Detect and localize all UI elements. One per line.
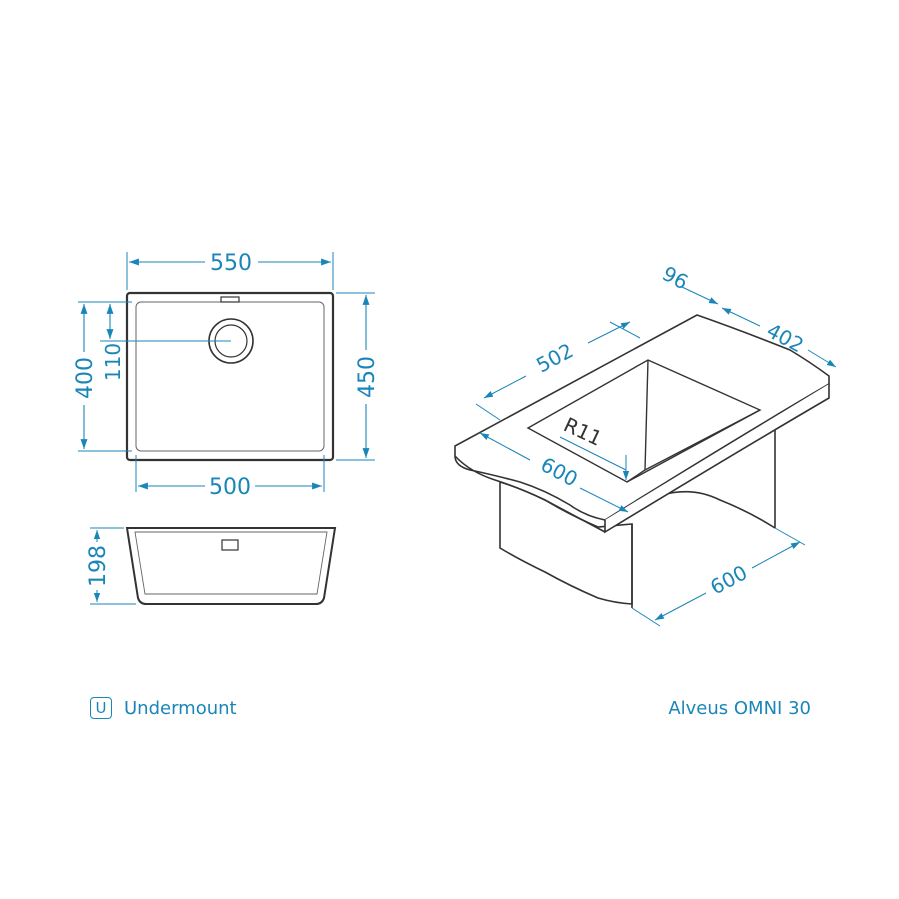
sink-cutout (526, 359, 762, 483)
overflow-slot (220, 296, 240, 303)
product-name: Alveus OMNI 30 (668, 697, 811, 719)
side-overflow-slot (221, 539, 239, 551)
mount-type: U Undermount (90, 693, 237, 723)
bowl-depth-label: 400 (73, 357, 98, 399)
side-view: 198 (86, 527, 337, 605)
sink-height-label: 198 (86, 545, 111, 587)
drain-offset-label: 110 (101, 343, 125, 381)
cabinet-width-label: 600 (706, 560, 751, 599)
sink-bowl-outline (135, 301, 325, 452)
bowl-width-label: 500 (209, 475, 251, 500)
mount-type-label: Undermount (124, 697, 237, 719)
sink-side-inner-outline (134, 531, 328, 595)
overall-width-label: 550 (210, 251, 252, 276)
sink-side-outline (125, 527, 337, 605)
overall-depth-label: 450 (355, 356, 380, 398)
undermount-icon: U (90, 697, 112, 719)
installation-view: 502 96 402 600 R11 600 (454, 261, 837, 627)
edge-to-cutout-label: 502 (532, 338, 577, 377)
sink-outer-outline (125, 291, 335, 462)
top-view: 550 500 400 110 450 (73, 251, 380, 500)
